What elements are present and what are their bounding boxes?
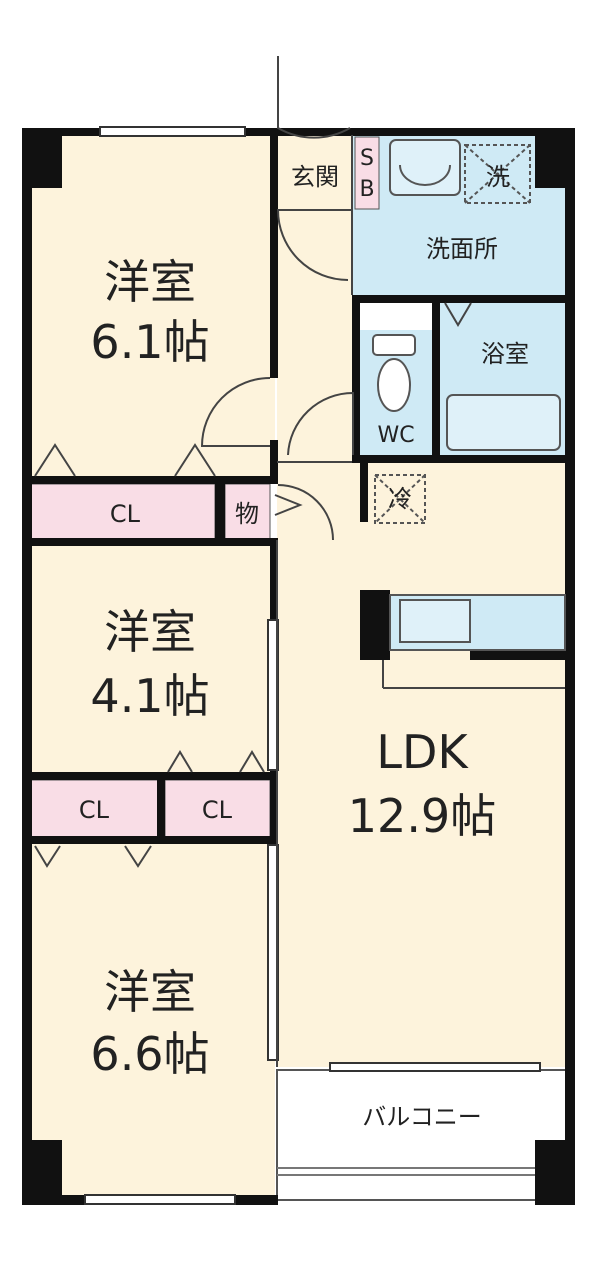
balcony-floor [276,1069,571,1201]
door-swings [200,56,354,541]
washroom-label: 洗面所 [426,235,498,263]
bath-label: 浴室 [481,340,529,368]
closet-1-label: CL [110,500,141,528]
toilet-label: WC [377,423,414,448]
storage-floor [224,483,271,541]
western-room-3-floor [30,842,275,1197]
room-2-size: 4.1帖 [90,669,209,723]
shoebox-label-bottom: B [359,177,374,202]
closet-2-label: CL [79,796,110,824]
balcony-label: バルコニー [362,1103,482,1131]
storage-label: 物 [235,500,259,528]
room-3-size: 6.6帖 [90,1027,209,1081]
entrance-label: 玄関 [291,163,339,191]
closet-door-marks [34,302,472,868]
entrance-floor [277,135,352,210]
washer-label: 洗 [486,163,510,191]
room-3-name: 洋室 [104,965,196,1019]
closet-3-label: CL [202,796,233,824]
thin-lines [276,135,565,1067]
ldk-name: LDK [376,725,469,779]
western-room-2-floor [30,545,275,775]
shoebox-floor [354,136,380,210]
fridge-label: 冷 [388,485,412,513]
ldk-size: 12.9帖 [348,789,496,843]
room-1-size: 6.1帖 [90,315,209,369]
fixtures [372,139,566,651]
room-1-name: 洋室 [104,255,196,309]
shoebox-label-top: S [360,146,374,171]
ldk-floor [277,462,570,1067]
room-2-name: 洋室 [104,605,196,659]
western-room-1-floor [30,135,275,480]
